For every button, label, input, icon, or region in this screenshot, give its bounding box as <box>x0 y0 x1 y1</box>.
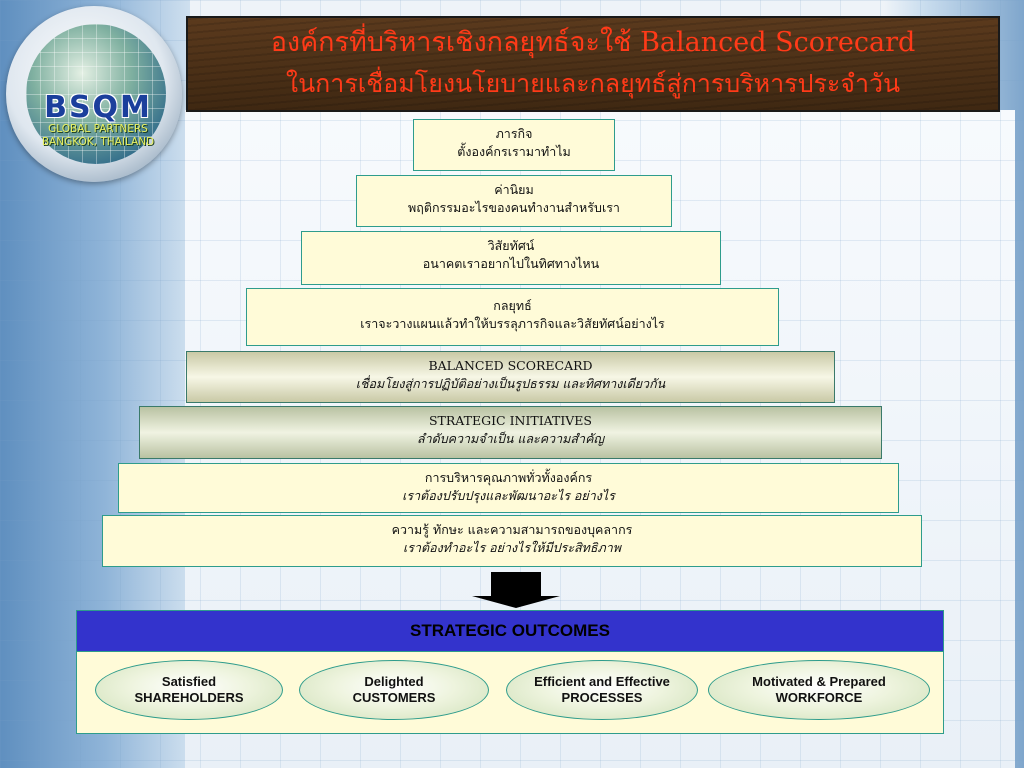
tier-subtext: เราจะวางแผนแล้วทำให้บรรลุภารกิจและวิสัยท… <box>360 316 665 331</box>
tier-heading: วิสัยทัศน์ <box>487 238 535 253</box>
pyramid-tier-values: ค่านิยม พฤติกรรมอะไรของคนทำงานสำหรับเรา <box>356 175 672 227</box>
tier-heading: ภารกิจ <box>495 126 533 141</box>
down-arrow-icon <box>472 596 560 608</box>
outcome-line-1: Efficient and Effective <box>534 674 670 689</box>
tier-heading: กลยุทธ์ <box>493 298 532 313</box>
tier-heading: ความรู้ ทักษะ และความสามารถของบุคลากร <box>391 522 633 537</box>
tier-subtext: พฤติกรรมอะไรของคนทำงานสำหรับเรา <box>408 200 620 215</box>
outcome-line-1: Satisfied <box>161 674 217 689</box>
tier-subtext: ตั้งองค์กรเรามาทำไม <box>457 144 571 159</box>
slide-title-line-1: องค์กรที่บริหารเชิงกลยุทธ์จะใช้ Balanced… <box>270 27 916 58</box>
slide-title-box: องค์กรที่บริหารเชิงกลยุทธ์จะใช้ Balanced… <box>186 16 1000 112</box>
globe-icon <box>26 24 166 164</box>
tier-heading: STRATEGIC INITIATIVES <box>428 413 592 428</box>
outcome-shareholders: Satisfied SHAREHOLDERS <box>95 660 283 720</box>
logo-tagline-1: GLOBAL PARTNERS <box>48 123 148 135</box>
pyramid-tier-strategic-initiatives: STRATEGIC INITIATIVES ลำดับความจำเป็น แล… <box>139 406 882 459</box>
pyramid-tier-mission: ภารกิจ ตั้งองค์กรเรามาทำไม <box>413 119 615 171</box>
outcome-workforce: Motivated & Prepared WORKFORCE <box>708 660 930 720</box>
outcome-line-2: WORKFORCE <box>775 690 863 705</box>
tier-subtext: เราต้องปรับปรุงและพัฒนาอะไร อย่างไร <box>402 488 615 503</box>
outcome-customers: Delighted CUSTOMERS <box>299 660 489 720</box>
tier-subtext: ลำดับความจำเป็น และความสำคัญ <box>416 431 605 446</box>
pyramid-tier-balanced-scorecard: BALANCED SCORECARD เชื่อมโยงสู่การปฏิบัต… <box>186 351 835 403</box>
pyramid-tier-quality-management: การบริหารคุณภาพทั่วทั้งองค์กร เราต้องปรั… <box>118 463 899 513</box>
slide-title-line-2: ในการเชื่อมโยงนโยบายและกลยุทธ์สู่การบริห… <box>285 69 901 98</box>
tier-subtext: อนาคตเราอยากไปในทิศทางไหน <box>422 256 600 271</box>
outcome-processes: Efficient and Effective PROCESSES <box>506 660 698 720</box>
outcome-line-2: SHAREHOLDERS <box>134 690 244 705</box>
pyramid-tier-strategy: กลยุทธ์ เราจะวางแผนแล้วทำให้บรรลุภารกิจแ… <box>246 288 779 346</box>
tier-subtext: เชื่อมโยงสู่การปฏิบัติอย่างเป็นรูปธรรม แ… <box>355 376 666 391</box>
outcome-line-2: CUSTOMERS <box>352 690 436 705</box>
pyramid-tier-knowledge-skills: ความรู้ ทักษะ และความสามารถของบุคลากร เร… <box>102 515 922 567</box>
tier-heading: การบริหารคุณภาพทั่วทั้งองค์กร <box>424 470 593 485</box>
logo-tagline-2: BANGKOK, THAILAND <box>41 136 155 148</box>
outcome-line-2: PROCESSES <box>561 690 643 705</box>
tier-heading: ค่านิยม <box>494 182 534 197</box>
tier-subtext: เราต้องทำอะไร อย่างไรให้มีประสิทธิภาพ <box>402 540 622 555</box>
tier-heading: BALANCED SCORECARD <box>428 358 593 373</box>
logo-brand: BSQM <box>44 90 152 125</box>
down-arrow-stem <box>491 572 541 596</box>
pyramid-tier-vision: วิสัยทัศน์ อนาคตเราอยากไปในทิศทางไหน <box>301 231 721 285</box>
strategic-outcomes-header: STRATEGIC OUTCOMES <box>77 611 943 652</box>
outcome-line-1: Motivated & Prepared <box>752 674 886 689</box>
strategic-outcomes-box: STRATEGIC OUTCOMES Satisfied SHAREHOLDER… <box>76 610 944 734</box>
outcome-line-1: Delighted <box>364 674 424 689</box>
